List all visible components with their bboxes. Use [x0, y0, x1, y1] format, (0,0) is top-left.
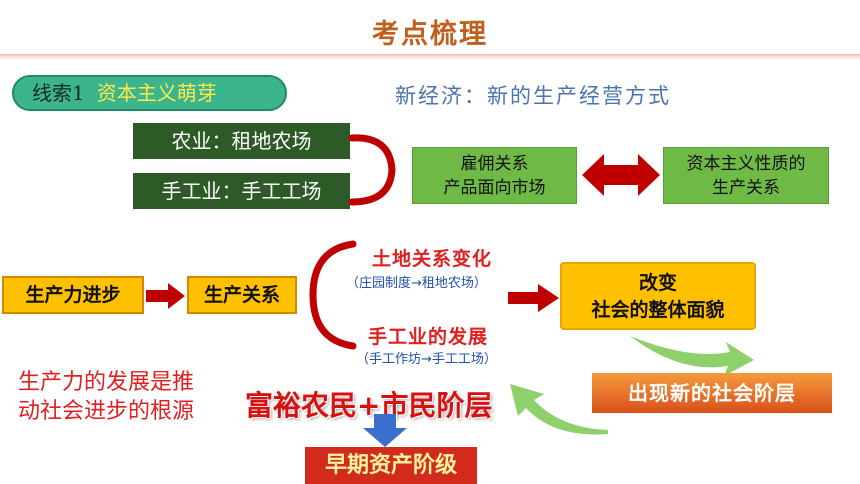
- curved-arrow-icon: [630, 336, 754, 376]
- title-divider: [0, 54, 860, 60]
- rich-farmers-label: 富裕农民+市民阶层: [245, 389, 493, 422]
- craft-dev-label: 手工业的发展: [368, 326, 489, 348]
- land-change-detail: （庄园制度→租地农场）: [346, 276, 487, 291]
- productive-forces-box: 生产力进步: [2, 276, 144, 314]
- relations-line1: 雇佣关系: [460, 154, 529, 174]
- new-class-box: 出现新的社会阶层: [592, 373, 832, 413]
- land-change-label: 土地关系变化: [372, 248, 493, 270]
- production-relations-box: 生产关系: [187, 276, 297, 314]
- agriculture-box: 农业：租地农场: [133, 123, 350, 159]
- arrow-right-icon: [508, 284, 559, 312]
- new-economy-heading: 新经济：新的生产经营方式: [395, 84, 671, 108]
- conclusion-line1: 生产力的发展是推: [18, 370, 195, 395]
- branch-bracket: [309, 240, 357, 350]
- curved-arrow-icon: [510, 384, 608, 435]
- arrow-down-icon: [363, 414, 407, 447]
- conclusion-line2: 动社会进步的根源: [18, 399, 195, 424]
- handicraft-box: 手工业：手工工场: [133, 173, 350, 209]
- conclusion-text: 生产力的发展是推 动社会进步的根源: [18, 368, 228, 426]
- nature-line1: 资本主义性质的: [686, 154, 806, 174]
- change-society-box: 改变 社会的整体面貌: [560, 262, 756, 330]
- double-arrow: [582, 154, 660, 196]
- nature-line2: 生产关系: [712, 178, 780, 198]
- change-line1: 改变: [638, 272, 677, 294]
- bourgeoisie-box: 早期资产阶级: [305, 447, 477, 484]
- clue-pill: 线索1 资本主义萌芽: [12, 75, 287, 111]
- capitalist-nature-box: 资本主义性质的 生产关系: [663, 147, 829, 204]
- page-title: 考点梳理: [372, 19, 488, 50]
- change-line2: 社会的整体面貌: [591, 299, 725, 321]
- craft-dev-detail: （手工作坊→手工工场）: [356, 352, 497, 367]
- relations-box: 雇佣关系 产品面向市场: [412, 147, 577, 204]
- merge-bracket: [348, 134, 396, 206]
- clue-text: 资本主义萌芽: [96, 81, 217, 105]
- relations-line2: 产品面向市场: [443, 178, 546, 198]
- clue-label: 线索1: [32, 81, 85, 105]
- arrow-right-icon: [146, 283, 185, 309]
